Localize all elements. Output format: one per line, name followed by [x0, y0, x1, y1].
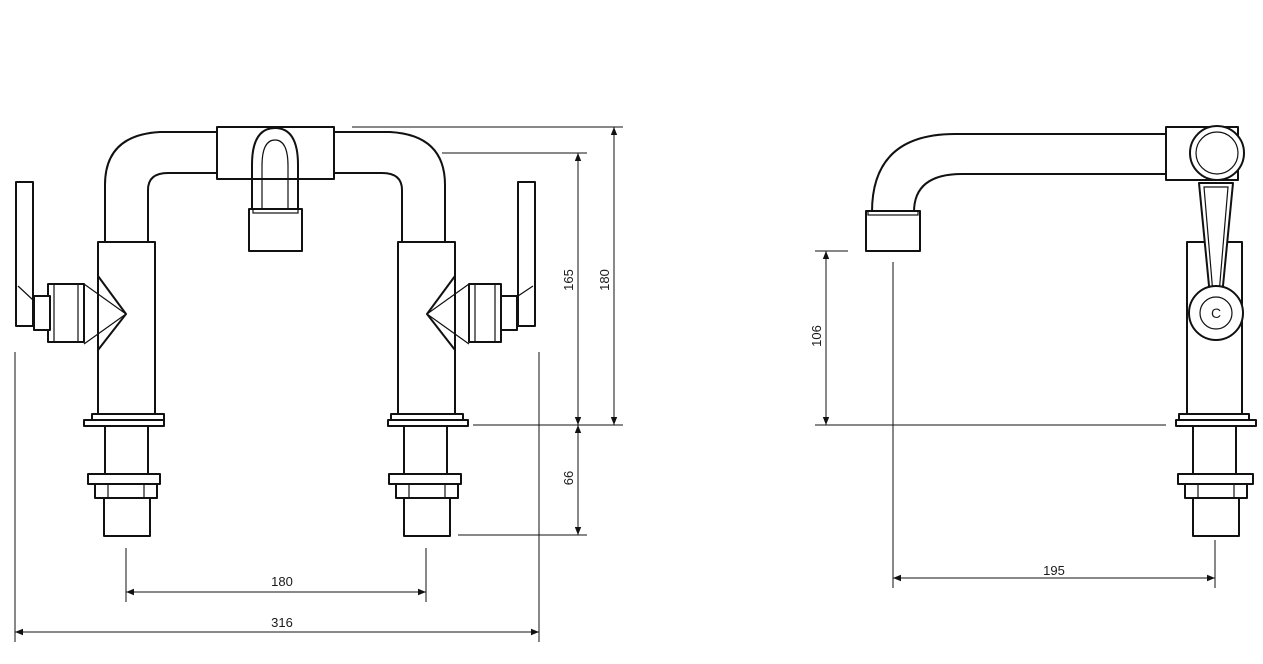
dimension-label: 180	[597, 269, 612, 291]
dimension-label: 195	[1043, 563, 1065, 578]
dimension-label: 106	[809, 325, 824, 347]
dimension-total-height: 180	[597, 127, 618, 425]
right-tail	[388, 425, 462, 537]
dimension-label: 180	[271, 574, 293, 589]
side-spout	[865, 133, 1169, 252]
left-valve-body	[15, 181, 165, 427]
side-lever-handle: C	[1188, 182, 1244, 341]
front-extension-lines	[14, 126, 623, 642]
dimension-spout-height: 165	[561, 153, 582, 425]
dimension-label: 66	[561, 471, 576, 485]
side-tail	[1177, 425, 1254, 537]
handle-cold-mark: C	[1211, 305, 1221, 321]
side-extension-lines	[815, 250, 1216, 588]
left-tail	[87, 425, 161, 537]
side-view: C 106 195	[809, 125, 1257, 588]
right-valve-body	[387, 181, 536, 427]
dimension-outlet-height: 106	[809, 251, 830, 425]
dimension-label: 165	[561, 269, 576, 291]
dimension-projection: 195	[893, 563, 1215, 582]
dimension-label: 316	[271, 615, 293, 630]
dimension-total-width: 316	[15, 615, 539, 636]
body-arch	[104, 131, 446, 243]
dimension-centres: 180	[126, 574, 426, 596]
spout-hub	[216, 126, 335, 252]
front-view: 165 180 66 180 316	[14, 126, 623, 642]
dimension-below-deck: 66	[561, 425, 582, 535]
